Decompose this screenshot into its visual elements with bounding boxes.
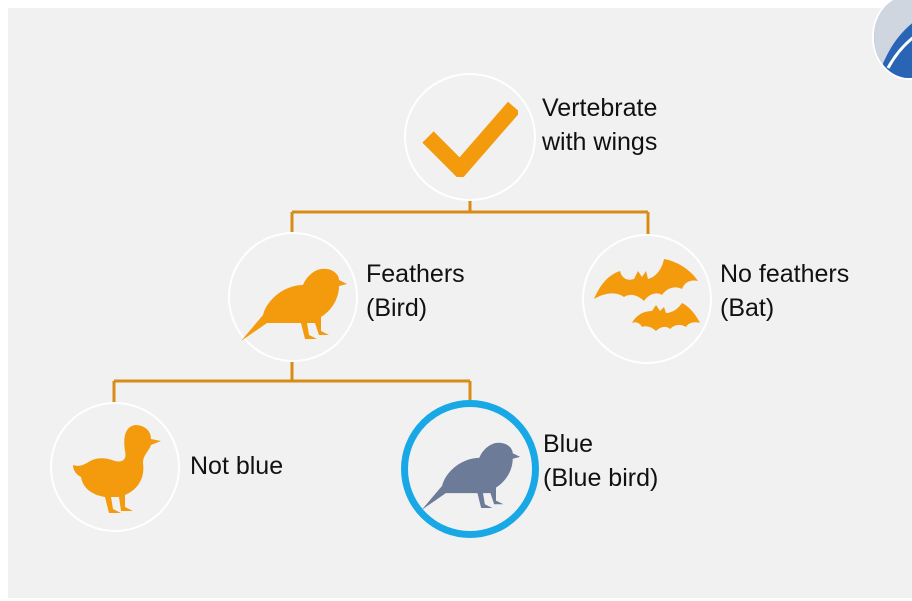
node-blue-line1: Blue: [543, 427, 658, 461]
node-root-line1: Vertebrate: [542, 91, 657, 125]
bats-icon: [590, 249, 704, 349]
duck-icon: [65, 417, 165, 517]
node-no-feathers-label: No feathers (Bat): [720, 257, 849, 325]
node-no-feathers-line1: No feathers: [720, 257, 849, 291]
node-blue-line2: (Blue bird): [543, 461, 658, 495]
node-feathers: [228, 232, 358, 362]
node-not-blue-line1: Not blue: [190, 449, 283, 483]
node-not-blue-label: Not blue: [190, 449, 283, 483]
bird-icon: [237, 249, 349, 345]
node-feathers-line2: (Bird): [366, 291, 465, 325]
node-root: [404, 73, 536, 201]
node-feathers-label: Feathers (Bird): [366, 257, 465, 325]
blue-bird-icon: [418, 424, 522, 514]
node-root-line2: with wings: [542, 125, 657, 159]
node-feathers-line1: Feathers: [366, 257, 465, 291]
node-blue-label: Blue (Blue bird): [543, 427, 658, 495]
node-root-label: Vertebrate with wings: [542, 91, 657, 159]
node-not-blue: [50, 402, 180, 532]
checkmark-icon: [422, 97, 518, 177]
node-no-feathers-line2: (Bat): [720, 291, 849, 325]
node-no-feathers: [582, 234, 712, 364]
node-blue[interactable]: [401, 400, 539, 538]
